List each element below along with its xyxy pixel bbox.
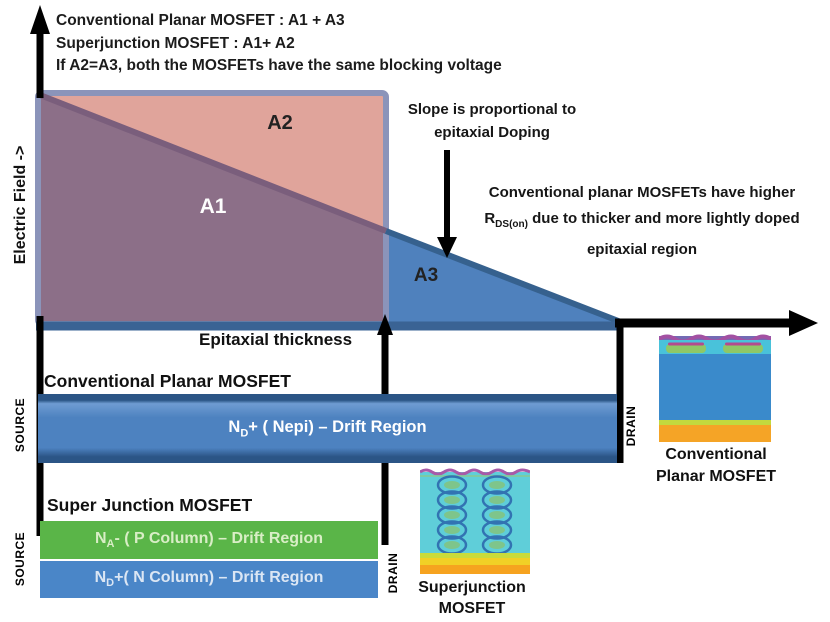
rdson-subscript: DS(on) bbox=[495, 218, 528, 230]
conventional-thumbnail-caption: Conventional Planar MOSFET bbox=[650, 444, 782, 488]
superjunction-cross-section-image bbox=[420, 467, 530, 574]
x-axis-arrowhead bbox=[789, 310, 818, 336]
n-label-sub: D bbox=[106, 577, 115, 590]
rdson-line2-rest: due to thicker and more lightly doped bbox=[527, 209, 800, 227]
nepi-drift-region-bar: ND+ ( Nepi) – Drift Region bbox=[38, 394, 617, 463]
slope-annotation: Slope is proportional to epitaxial Dopin… bbox=[392, 98, 592, 144]
y-axis-label: Electric Field -> bbox=[12, 145, 29, 265]
a1-overlap-region bbox=[40, 95, 386, 323]
conventional-source-label: SOURCE bbox=[13, 397, 27, 453]
nepi-bar-label: ND+ ( Nepi) – Drift Region bbox=[228, 418, 426, 439]
rdson-annotation: Conventional planar MOSFETs have higher … bbox=[458, 180, 826, 263]
legend-line-superjunction: Superjunction MOSFET : A1+ A2 bbox=[56, 34, 295, 52]
region-label-a1: A1 bbox=[199, 195, 227, 218]
field-slope-inside-rect bbox=[38, 92, 388, 234]
rdson-line1: Conventional planar MOSFETs have higher bbox=[488, 184, 796, 201]
p-label-sub: A bbox=[106, 538, 115, 551]
slope-annotation-line2: epitaxial Doping bbox=[434, 124, 550, 141]
slope-annotation-line1: Slope is proportional to bbox=[407, 101, 577, 118]
legend-line-condition: If A2=A3, both the MOSFETs have the same… bbox=[56, 57, 502, 74]
p-column-bar-label: NA- ( P Column) – Drift Region bbox=[95, 530, 323, 550]
n-label-rest: +( N Column) – Drift Region bbox=[114, 569, 324, 587]
epitaxial-thickness-up-arrowhead bbox=[377, 314, 393, 335]
p-column-cores-left bbox=[444, 481, 460, 549]
p-label-n: N bbox=[94, 529, 107, 547]
epitaxial-thickness-label: Epitaxial thickness bbox=[199, 330, 353, 349]
sj-caption-line1: Superjunction bbox=[418, 579, 526, 596]
superjunction-thumbnail-caption: Superjunction MOSFET bbox=[412, 577, 532, 619]
legend-text-block: Conventional Planar MOSFET : A1 + A3 Sup… bbox=[56, 10, 502, 78]
slope-arrow-head bbox=[437, 237, 457, 258]
nepi-label-n: N bbox=[228, 417, 241, 436]
superjunction-source-label: SOURCE bbox=[13, 531, 27, 587]
rdson-symbol: R bbox=[484, 209, 496, 227]
conventional-cross-section-image bbox=[659, 332, 771, 442]
rdson-line2: RDS(on) due to thicker and more lightly … bbox=[458, 206, 826, 238]
nepi-label-rest: + ( Nepi) – Drift Region bbox=[248, 417, 427, 436]
legend-line-conventional: Conventional Planar MOSFET : A1 + A3 bbox=[56, 12, 345, 29]
p-column-beads-right bbox=[481, 475, 513, 555]
nepi-label-sub: D bbox=[240, 427, 249, 440]
superjunction-drain-label: DRAIN bbox=[386, 552, 400, 594]
p-label-rest: - ( P Column) – Drift Region bbox=[114, 529, 324, 547]
conv-caption-line1: Conventional bbox=[665, 446, 767, 463]
y-axis-arrowhead bbox=[30, 5, 50, 34]
conv-caption-line2: Planar MOSFET bbox=[655, 468, 777, 485]
rdson-line3: epitaxial region bbox=[586, 241, 698, 258]
superjunction-section-heading: Super Junction MOSFET bbox=[47, 495, 253, 515]
n-column-bar-label: ND+( N Column) – Drift Region bbox=[95, 569, 324, 589]
p-column-drift-region-bar: NA- ( P Column) – Drift Region bbox=[40, 521, 378, 559]
conventional-drain-label: DRAIN bbox=[624, 405, 638, 447]
field-slope-outside-rect bbox=[384, 228, 623, 325]
sj-caption-line2: MOSFET bbox=[438, 600, 506, 617]
region-label-a3: A3 bbox=[413, 265, 439, 286]
region-label-a2: A2 bbox=[267, 112, 293, 134]
conventional-section-heading: Conventional Planar MOSFET bbox=[44, 371, 291, 391]
n-label-n: N bbox=[94, 569, 107, 587]
p-column-cores-right bbox=[489, 481, 505, 549]
n-column-drift-region-bar: ND+( N Column) – Drift Region bbox=[40, 561, 378, 598]
